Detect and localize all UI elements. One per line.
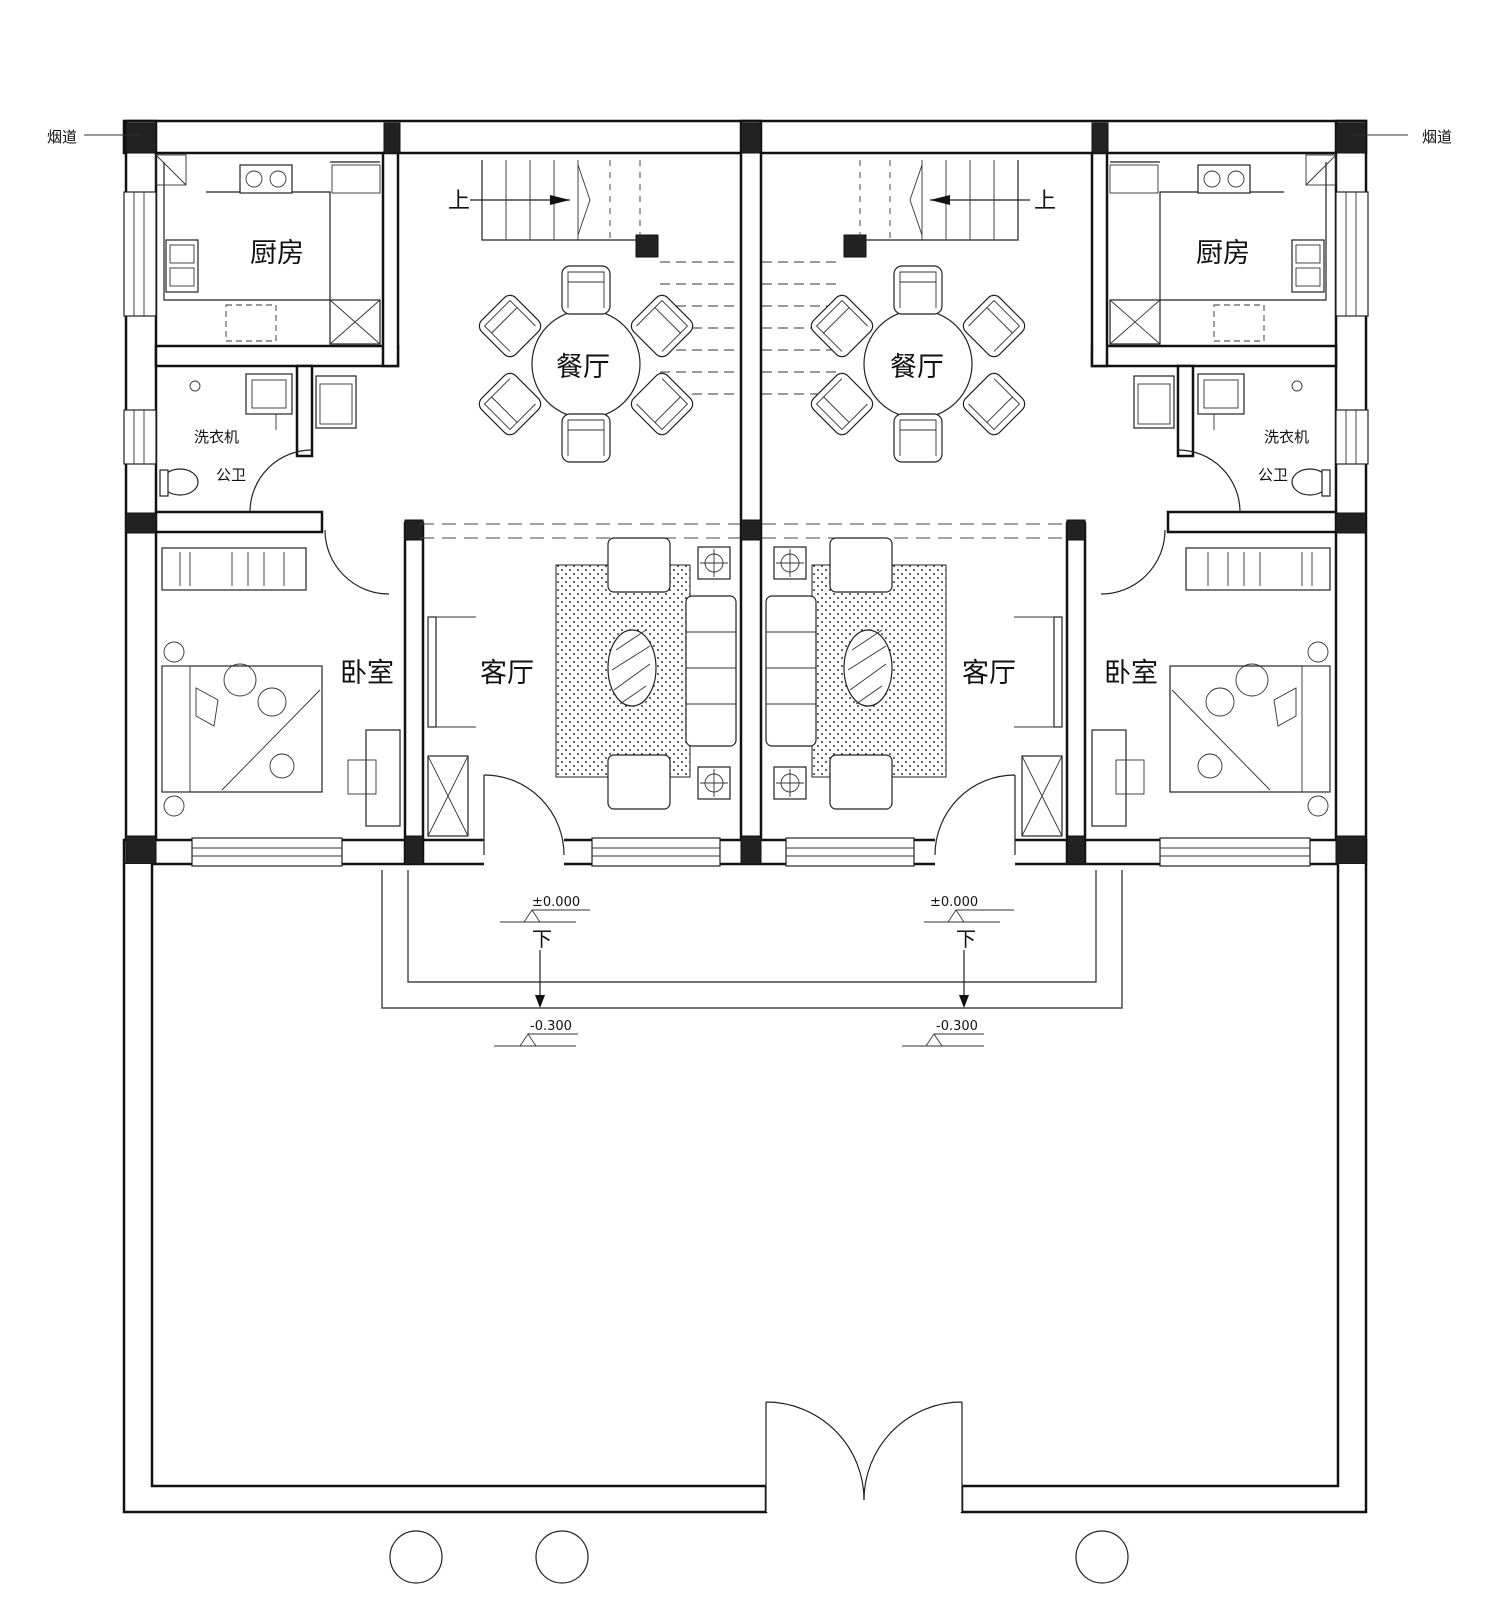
label-level-yard-right: -0.300: [936, 1019, 978, 1034]
living-walls-detail: [427, 616, 1063, 837]
label-stair-up-right: 上: [1034, 189, 1056, 214]
label-living-right: 客厅: [962, 658, 1016, 689]
dining-left: [475, 265, 697, 463]
label-stair-down-right: 下: [956, 927, 976, 951]
label-bedroom-right: 卧室: [1104, 658, 1158, 689]
trees: [389, 1530, 1129, 1584]
living-left-furniture: [555, 537, 737, 810]
staircase-left: [470, 160, 740, 395]
living-right-furniture: [765, 537, 947, 810]
staircase-right: [762, 160, 1030, 395]
bedroom-left-furniture: [161, 547, 401, 827]
front-doors: [249, 449, 1241, 856]
front-step: [381, 870, 1123, 1009]
label-dining-right: 餐厅: [890, 352, 944, 383]
yard-enclosure: [122, 864, 1368, 1514]
label-level-floor-right: ±0.000: [930, 895, 978, 910]
flue-markers: [84, 134, 1408, 186]
label-stair-down-left: 下: [532, 927, 552, 951]
label-stair-up-left: 上: [448, 189, 470, 214]
label-level-floor-left: ±0.000: [532, 895, 580, 910]
kitchen-left-fixtures: [163, 161, 381, 345]
label-washer-right: 洗衣机: [1264, 428, 1309, 446]
label-flue-left: 烟道: [47, 128, 77, 146]
dashed-lines: [420, 523, 1068, 539]
bedroom-right-furniture: [1091, 547, 1331, 827]
label-dining-left: 餐厅: [556, 352, 610, 383]
front-windows: [123, 191, 1369, 867]
level-markers: [494, 909, 1014, 1047]
label-washer-left: 洗衣机: [194, 428, 239, 446]
label-flue-right: 烟道: [1422, 128, 1452, 146]
dining-right: [807, 265, 1029, 463]
label-wc-right: 公卫: [1258, 466, 1288, 484]
label-kitchen-right: 厨房: [1196, 238, 1250, 269]
kitchen-right-fixtures: [1109, 161, 1327, 345]
wc-right-fixtures: [1133, 373, 1331, 497]
label-kitchen-left: 厨房: [250, 238, 304, 269]
label-bedroom-left: 卧室: [340, 658, 394, 689]
label-living-left: 客厅: [480, 658, 534, 689]
label-level-yard-left: -0.300: [530, 1019, 572, 1034]
label-wc-left: 公卫: [216, 466, 246, 484]
wc-left-fixtures: [159, 373, 357, 497]
